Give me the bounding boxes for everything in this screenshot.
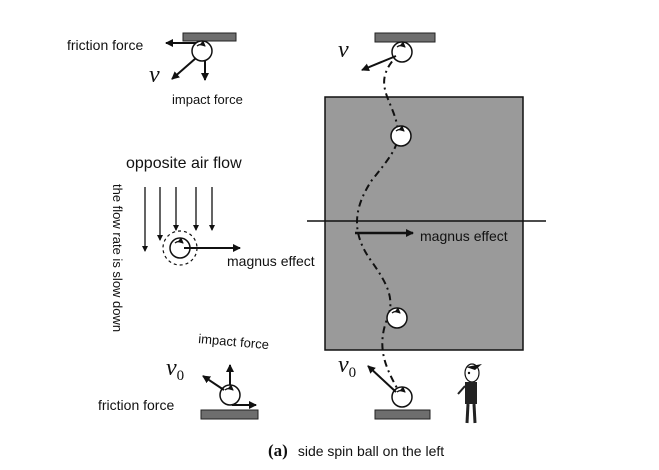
air-flow-arrows <box>142 187 215 252</box>
caption-text: side spin ball on the left <box>298 443 444 459</box>
caption-tag: (a) <box>268 441 288 460</box>
v0-right-label: v0 <box>338 352 356 381</box>
top-plate-right <box>374 32 436 43</box>
spin-mark <box>174 237 184 244</box>
spin-mark <box>396 41 406 48</box>
spin-mark <box>196 40 206 47</box>
velocity-arrow-top-left <box>171 57 197 80</box>
friction-top-label: friction force <box>67 37 143 53</box>
velocity-arrow-bottom-right <box>367 365 397 393</box>
spin-mark <box>224 384 234 391</box>
ball-trajectory <box>356 51 403 398</box>
friction-bottom-label: friction force <box>98 397 174 413</box>
bottom-plate-right <box>374 409 431 420</box>
v-top-left-label: v <box>149 62 160 88</box>
bottom-plate-left <box>200 409 259 420</box>
person-figure <box>457 363 482 424</box>
v-top-right-label: v <box>338 37 349 63</box>
magnus-left-label: magnus effect <box>227 253 315 269</box>
impact-bottom-label: impact force <box>198 331 270 352</box>
spin-mark <box>395 125 405 132</box>
court-area <box>324 96 524 351</box>
magnus-right-label: magnus effect <box>420 228 508 244</box>
flow-rate-label: the flow rate is slow down <box>110 184 125 332</box>
v0-left-label: v0 <box>166 355 184 384</box>
caption: (a) side spin ball on the left <box>268 441 444 460</box>
top-plate-left <box>182 32 237 42</box>
velocity-arrow-top-right <box>361 55 397 72</box>
spin-mark <box>391 307 401 314</box>
impact-top-label: impact force <box>172 92 243 107</box>
velocity-arrow-bottom-left <box>202 375 225 391</box>
spin-mark <box>396 386 406 393</box>
opposite-air-flow-label: opposite air flow <box>126 155 242 172</box>
